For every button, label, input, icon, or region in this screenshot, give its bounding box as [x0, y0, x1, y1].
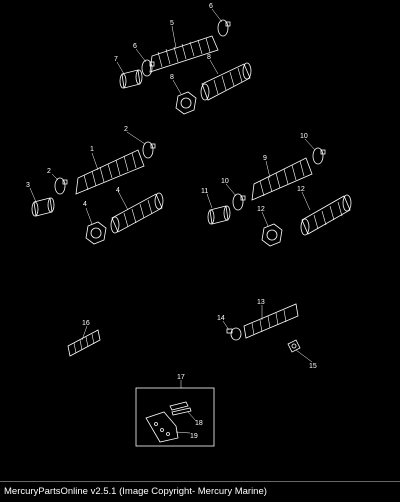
clamp-14 — [226, 327, 242, 341]
callout-6: 6 — [133, 43, 137, 50]
leader-lines — [29, 8, 316, 434]
sleeve-11 — [207, 205, 231, 225]
boot-1 — [75, 149, 145, 195]
sleeve-3 — [31, 197, 55, 217]
callout-12: 12 — [257, 206, 265, 213]
callout-17: 17 — [177, 374, 185, 381]
callout-15: 15 — [309, 363, 317, 370]
callout-8: 8 — [207, 54, 211, 61]
kit-17 — [135, 387, 215, 447]
callout-16: 16 — [82, 320, 90, 327]
boot-13 — [243, 303, 299, 339]
callout-4: 4 — [116, 187, 120, 194]
clamp-6-top — [217, 19, 231, 37]
callout-2: 2 — [124, 126, 128, 133]
parts-diagram: 1 2 2 3 4 4 5 6 6 7 8 8 9 10 10 11 12 12… — [26, 3, 352, 447]
clamp-10-right — [312, 147, 326, 165]
part-19 — [145, 411, 179, 443]
boot-5 — [149, 35, 219, 73]
part-18 — [169, 401, 192, 416]
callout-2: 2 — [47, 168, 51, 175]
callout-6: 6 — [209, 3, 213, 10]
grip-8 — [200, 62, 252, 101]
callout-labels: 1 2 2 3 4 4 5 6 6 7 8 8 9 10 10 11 12 12… — [26, 3, 317, 440]
grip-4 — [110, 192, 164, 234]
callout-13: 13 — [257, 299, 265, 306]
callout-7: 7 — [114, 56, 118, 63]
clamp-2-right — [142, 141, 156, 159]
sleeve-7 — [119, 69, 143, 89]
copyright-footer: MercuryPartsOnline v2.5.1 (Image Copyrig… — [0, 481, 400, 501]
callout-11: 11 — [201, 188, 208, 195]
clamp-2-left — [54, 177, 68, 195]
boot-9 — [251, 157, 313, 201]
parts-drawing — [31, 19, 352, 447]
callout-19: 19 — [190, 433, 198, 440]
callout-18: 18 — [195, 420, 203, 427]
boot-16 — [67, 329, 101, 357]
callout-12: 12 — [297, 186, 305, 193]
callout-4: 4 — [83, 201, 87, 208]
nut-4 — [85, 221, 107, 245]
callout-5: 5 — [170, 20, 174, 27]
clip-15 — [287, 339, 301, 353]
callout-10: 10 — [221, 178, 229, 185]
callout-3: 3 — [26, 182, 30, 189]
callout-14: 14 — [217, 315, 225, 322]
grip-12 — [300, 194, 352, 236]
callout-8: 8 — [170, 74, 174, 81]
callout-9: 9 — [263, 155, 267, 162]
nut-8 — [175, 91, 197, 115]
clamp-6-left — [141, 59, 155, 77]
callout-10: 10 — [300, 133, 308, 140]
callout-1: 1 — [90, 146, 94, 153]
nut-12 — [261, 223, 283, 247]
clamp-10-left — [232, 193, 246, 211]
